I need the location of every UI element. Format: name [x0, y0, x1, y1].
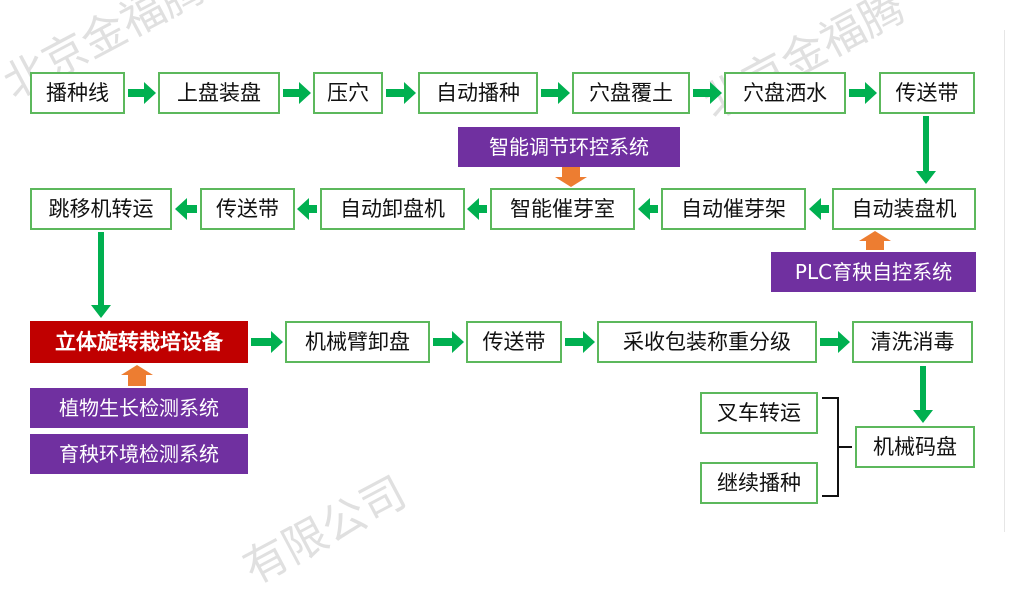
bracket-line: [822, 397, 839, 497]
node-germination-rack: 自动催芽架: [661, 188, 806, 230]
flow-arrow: [91, 232, 111, 318]
flow-arrow: [820, 331, 850, 353]
flow-arrow: [386, 82, 416, 104]
node-seeding-line: 播种线: [30, 72, 125, 114]
node-cleaning-disinfection: 清洗消毒: [852, 321, 973, 363]
system-plc-control: PLC育秧自控系统: [771, 252, 976, 292]
page-edge: [1004, 30, 1005, 532]
node-germination-room: 智能催芽室: [490, 188, 635, 230]
flow-arrow: [251, 331, 283, 353]
feed-arrow: [555, 167, 587, 187]
flow-arrow: [916, 116, 936, 184]
node-conveyor-3: 传送带: [466, 321, 562, 363]
feed-arrow: [121, 365, 153, 386]
flow-arrow: [693, 82, 722, 104]
node-tray-watering: 穴盘洒水: [724, 72, 846, 114]
system-plant-growth-monitor: 植物生长检测系统: [30, 388, 248, 428]
node-forklift-transfer: 叉车转运: [700, 392, 818, 434]
flow-arrow: [565, 331, 595, 353]
node-auto-seeding: 自动播种: [418, 72, 538, 114]
node-continue-seeding: 继续播种: [700, 462, 818, 504]
flow-arrow: [809, 198, 829, 220]
flow-arrow: [849, 82, 877, 104]
node-harvest-pack-weigh-grade: 采收包装称重分级: [597, 321, 817, 363]
node-hole-pressing: 压穴: [313, 72, 383, 114]
flow-arrow: [297, 198, 317, 220]
flow-arrow: [638, 198, 658, 220]
flow-arrow: [433, 331, 464, 353]
node-robotic-palletizing: 机械码盘: [855, 426, 975, 468]
node-tray-loading: 上盘装盘: [158, 72, 280, 114]
flow-arrow: [541, 82, 570, 104]
node-conveyor-1: 传送带: [879, 72, 975, 114]
flow-arrow: [467, 198, 487, 220]
flow-arrow: [128, 82, 156, 104]
flow-arrow: [175, 198, 197, 220]
node-auto-unloader: 自动卸盘机: [320, 188, 465, 230]
system-seedling-env-monitor: 育秧环境检测系统: [30, 434, 248, 474]
flow-diagram-arrows: [91, 82, 936, 497]
node-robot-arm-unload: 机械臂卸盘: [285, 321, 430, 363]
feed-arrow: [859, 231, 891, 250]
flow-arrow: [283, 82, 311, 104]
node-vertical-rotation-cultivation: 立体旋转栽培设备: [30, 321, 248, 363]
node-auto-tray-loader: 自动装盘机: [832, 188, 976, 230]
node-jump-transfer: 跳移机转运: [30, 188, 172, 230]
node-tray-soil-cover: 穴盘覆土: [572, 72, 690, 114]
flow-arrow: [913, 366, 933, 423]
node-conveyor-2: 传送带: [200, 188, 295, 230]
system-smart-env-control: 智能调节环控系统: [458, 127, 680, 167]
